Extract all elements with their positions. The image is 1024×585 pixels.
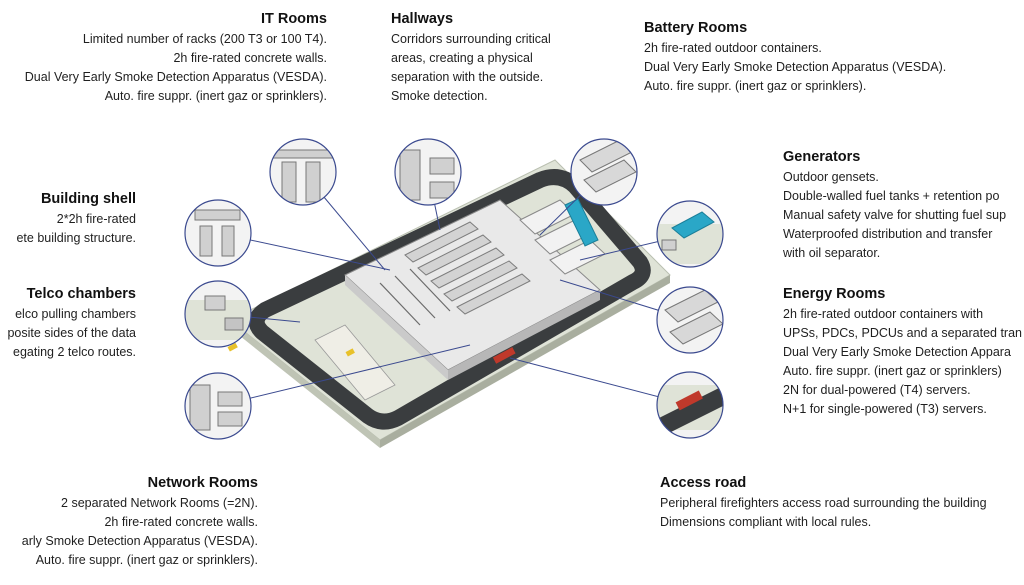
- battery-rooms-line: Auto. fire suppr. (inert gaz or sprinkle…: [644, 79, 867, 93]
- generator-accent: [564, 198, 599, 247]
- hallways-line: Corridors surrounding critical: [391, 32, 551, 46]
- access-road-title: Access road: [660, 475, 747, 491]
- callout-energy-rooms: [656, 286, 724, 354]
- rack-aisles: [379, 268, 451, 326]
- hallways-title: Hallways: [391, 11, 454, 27]
- generators-title: Generators: [783, 149, 861, 165]
- network-rooms-line: 2 separated Network Rooms (=2N).: [61, 496, 258, 510]
- it-rooms-line: 2h fire-rated concrete walls.: [173, 51, 327, 65]
- label-it-rooms: IT Rooms Limited number of racks (200 T3…: [25, 10, 327, 106]
- energy-rooms-line: N+1 for single-powered (T3) servers.: [783, 402, 987, 416]
- callout-battery-rooms: [570, 138, 638, 206]
- network-rooms-line: arly Smoke Detection Apparatus (VESDA).: [21, 534, 258, 548]
- it-room-rows: [404, 221, 531, 315]
- label-energy-rooms: Energy Rooms 2h fire-rated outdoor conta…: [783, 285, 1024, 419]
- energy-rooms-line: 2N for dual-powered (T4) servers.: [783, 383, 971, 397]
- label-generators: Generators Outdoor gensets. Double-walle…: [783, 148, 1024, 263]
- building-shell-title: Building shell: [40, 191, 136, 207]
- generators-line: Manual safety valve for shutting fuel su…: [783, 208, 1007, 222]
- telco-chambers-line: elco pulling chambers: [15, 307, 136, 321]
- callout-telco-chambers: [184, 280, 252, 348]
- label-hallways: Hallways Corridors surrounding critical …: [391, 10, 551, 106]
- label-telco-chambers: Telco chambers elco pulling chambers pos…: [7, 285, 136, 362]
- building-shell-line: ete building structure.: [16, 231, 136, 245]
- callout-building-shell: [184, 199, 252, 267]
- it-rooms-line: Dual Very Early Smoke Detection Apparatu…: [24, 70, 327, 84]
- energy-rooms-line: 2h fire-rated outdoor containers with: [783, 307, 984, 321]
- hallways-line: Smoke detection.: [391, 89, 488, 103]
- label-network-rooms: Network Rooms 2 separated Network Rooms …: [22, 474, 258, 570]
- car: [345, 348, 355, 357]
- callout-access-road: [656, 371, 724, 439]
- building-shell-line: 2*2h fire-rated: [56, 212, 136, 226]
- site-edge-left: [230, 320, 380, 448]
- energy-rooms-title: Energy Rooms: [783, 286, 886, 302]
- generators-line: Outdoor gensets.: [783, 170, 879, 184]
- callout-generators: [656, 200, 724, 268]
- energy-rooms-line: Dual Very Early Smoke Detection Appara: [783, 345, 1011, 359]
- access-road-line: Peripheral firefighters access road surr…: [660, 496, 987, 510]
- generators-line: Waterproofed distribution and transfer: [783, 227, 993, 241]
- battery-rooms-line: 2h fire-rated outdoor containers.: [644, 41, 822, 55]
- generators-line: Double-walled fuel tanks + retention po: [783, 189, 1000, 203]
- network-rooms-title: Network Rooms: [147, 475, 258, 491]
- callout-network-rooms: [184, 372, 252, 440]
- network-rooms-line: 2h fire-rated concrete walls.: [104, 515, 258, 529]
- parking-lot: [314, 324, 396, 401]
- access-road-line: Dimensions compliant with local rules.: [660, 515, 872, 529]
- network-rooms-line: Auto. fire suppr. (inert gaz or sprinkle…: [35, 553, 258, 567]
- generators-line: with oil separator.: [783, 246, 881, 260]
- telco-chambers-line: egating 2 telco routes.: [13, 345, 136, 359]
- it-rooms-line: Auto. fire suppr. (inert gaz or sprinkle…: [104, 89, 327, 103]
- energy-rooms-line: Auto. fire suppr. (inert gaz or sprinkle…: [783, 364, 1002, 378]
- energy-rooms-line: UPSs, PDCs, PDCUs and a separated tran: [783, 326, 1022, 340]
- hallways-line: areas, creating a physical: [391, 51, 533, 65]
- battery-rooms-title: Battery Rooms: [644, 20, 748, 36]
- battery-rooms-line: Dual Very Early Smoke Detection Apparatu…: [644, 60, 947, 74]
- hallways-line: separation with the outside.: [391, 70, 544, 84]
- label-access-road: Access road Peripheral firefighters acce…: [660, 474, 1024, 532]
- telco-chambers-line: posite sides of the data: [7, 326, 136, 340]
- label-building-shell: Building shell 2*2h fire-rated ete build…: [16, 190, 136, 248]
- it-rooms-title: IT Rooms: [260, 11, 327, 27]
- label-battery-rooms: Battery Rooms 2h fire-rated outdoor cont…: [644, 19, 946, 96]
- callout-hallways: [394, 138, 462, 206]
- building-wall-left: [345, 275, 448, 380]
- building-wall-front: [448, 290, 600, 380]
- telco-chambers-title: Telco chambers: [26, 286, 136, 302]
- fire-truck: [492, 347, 516, 364]
- callout-it-rooms: [269, 138, 337, 206]
- car: [227, 342, 238, 352]
- access-road: [248, 169, 651, 430]
- it-rooms-line: Limited number of racks (200 T3 or 100 T…: [82, 32, 327, 46]
